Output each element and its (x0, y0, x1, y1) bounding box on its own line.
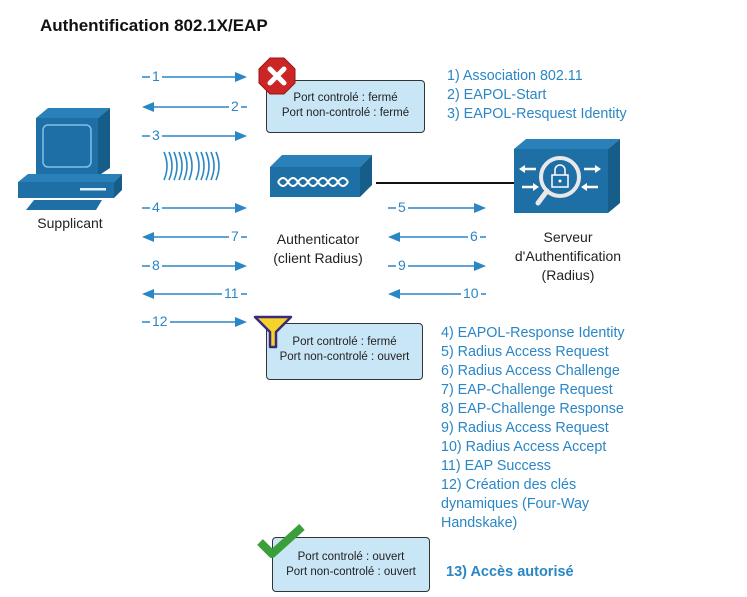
network-link (376, 182, 516, 184)
controlled-port-state: Port controlé : fermé (292, 336, 397, 348)
left-arrow-number: 7 (229, 228, 241, 244)
step-item: 1) Association 802.11 (447, 68, 583, 84)
step-item: 10) Radius Access Accept (441, 439, 607, 455)
server-label-line3: (Radius) (541, 267, 595, 283)
step-item: 7) EAP-Challenge Request (441, 382, 613, 398)
port-state-box-initial: Port controlé : fermé Port non-controlé … (266, 80, 425, 133)
supplicant-label: Supplicant (37, 215, 103, 231)
step-item: 8) EAP-Challenge Response (441, 401, 624, 417)
server-label-line2: d'Authentification (514, 248, 622, 264)
diagram-title: Authentification 802.1X/EAP (40, 16, 268, 35)
server-label-line1: Serveur (543, 229, 593, 245)
steps-list-middle: 4) EAPOL-Response Identity 5) Radius Acce… (441, 324, 625, 533)
step-item: 6) Radius Access Challenge (441, 363, 620, 379)
authenticator-label-line2: (client Radius) (273, 250, 363, 266)
blocked-icon (258, 57, 296, 95)
uncontrolled-port-state: Port non-controlé : ouvert (279, 351, 410, 363)
left-arrow-number: 12 (150, 313, 170, 329)
step-item: 9) Radius Access Request (441, 420, 609, 436)
left-arrow-number: 11 (222, 285, 241, 301)
final-step: 13) Accès autorisé (446, 564, 574, 580)
checkmark-icon (257, 524, 305, 558)
auth-server-icon (514, 139, 620, 213)
left-arrow-number: 1 (150, 68, 162, 84)
step-item: 5) Radius Access Request (441, 344, 609, 360)
computer-icon (18, 108, 122, 210)
port-state-box-final: Port controlé : ouvert Port non-controlé… (272, 537, 430, 592)
step-item: 12) Création des clés (441, 477, 577, 493)
left-arrow-number: 3 (150, 127, 162, 143)
step-item: dynamiques (Four-Way (441, 496, 590, 512)
controlled-port-state: Port controlé : ouvert (297, 551, 405, 563)
uncontrolled-port-state: Port non-controlé : ouvert (286, 566, 416, 578)
step-item: Handskake) (441, 515, 518, 531)
server-label: Serveur d'Authentification (Radius) (498, 228, 638, 285)
right-arrow-number: 10 (461, 285, 481, 301)
wireless-signal-icon (163, 151, 220, 181)
right-arrow-number: 9 (396, 257, 408, 273)
authenticator-label-line1: Authenticator (276, 231, 360, 247)
step-item: 2) EAPOL-Start (447, 87, 547, 103)
filter-icon (253, 315, 293, 349)
left-arrow-number: 2 (229, 98, 241, 114)
step-item: 4) EAPOL-Response Identity (441, 325, 625, 341)
left-arrow-number: 4 (150, 199, 162, 215)
step-item: 11) EAP Success (441, 458, 551, 474)
step-item: 3) EAPOL-Resquest Identity (447, 106, 627, 122)
authenticator-label: Authenticator (client Radius) (258, 230, 378, 268)
left-arrow-number: 8 (150, 257, 162, 273)
port-state-box-intermediate: Port controlé : fermé Port non-controlé … (266, 323, 423, 380)
right-arrow-number: 5 (396, 199, 408, 215)
right-arrow-number: 6 (468, 228, 480, 244)
steps-list-top: 1) Association 802.11 2) EAPOL-Start 3) EA… (447, 67, 627, 124)
access-point-icon (270, 155, 372, 197)
controlled-port-state: Port controlé : fermé (293, 92, 398, 104)
uncontrolled-port-state: Port non-controlé : fermé (281, 107, 410, 119)
